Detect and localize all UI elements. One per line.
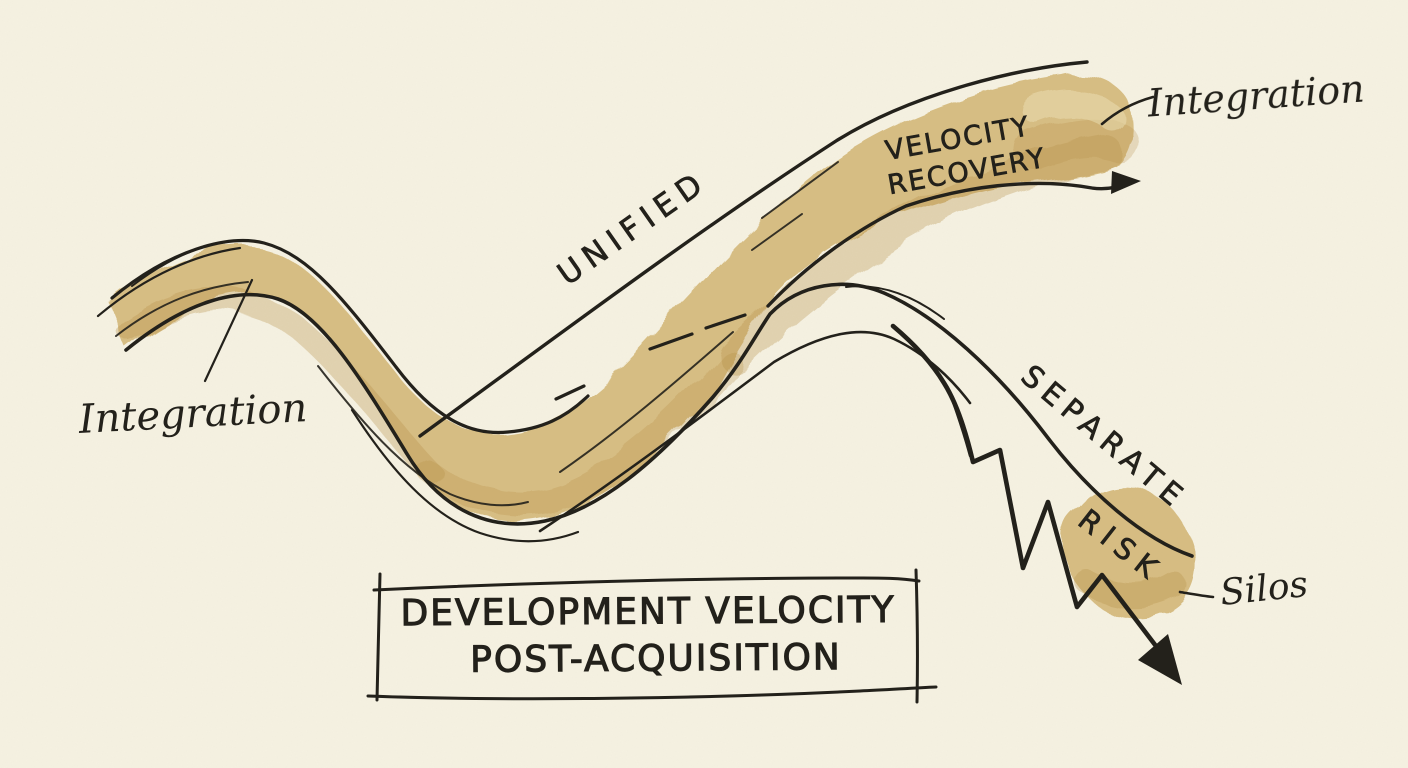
unified-band-watercolor (108, 75, 1132, 521)
valley-bottom-double-stroke (350, 408, 580, 543)
zigzag-arrowhead-icon (1138, 634, 1182, 685)
chart-title-line2: POST-ACQUISITION (470, 637, 843, 682)
integration-left-pointer-line (203, 278, 254, 383)
unified-arrowhead-icon (1111, 171, 1141, 194)
title-box-frame (366, 568, 938, 704)
fork-dashed-line (554, 313, 747, 401)
watercolor-highlight-end (1022, 90, 1125, 131)
chart-title-line1: DEVELOPMENT VELOCITY (400, 589, 896, 635)
zigzag-double-stroke (951, 400, 972, 458)
integration-right-pointer-line (1100, 95, 1155, 126)
band-inner-streaks (115, 161, 839, 507)
unified-bottom-edge (766, 181, 1133, 308)
watercolor-shade-end (1015, 118, 1138, 170)
band-top-edge-rising (418, 60, 1089, 438)
ink-linework (96, 60, 1215, 704)
band-start-extra-stroke (96, 246, 242, 318)
silos-pointer-dash (1178, 590, 1215, 599)
separate-curve-double (845, 285, 945, 320)
band-bottom-edge-into-separate-curve (124, 282, 1194, 558)
watercolor-shade-valley (418, 350, 742, 516)
risk-blob-shade (1078, 573, 1187, 609)
band-top-edge-double (131, 239, 257, 287)
zigzag-decline-arrow (890, 323, 1165, 657)
